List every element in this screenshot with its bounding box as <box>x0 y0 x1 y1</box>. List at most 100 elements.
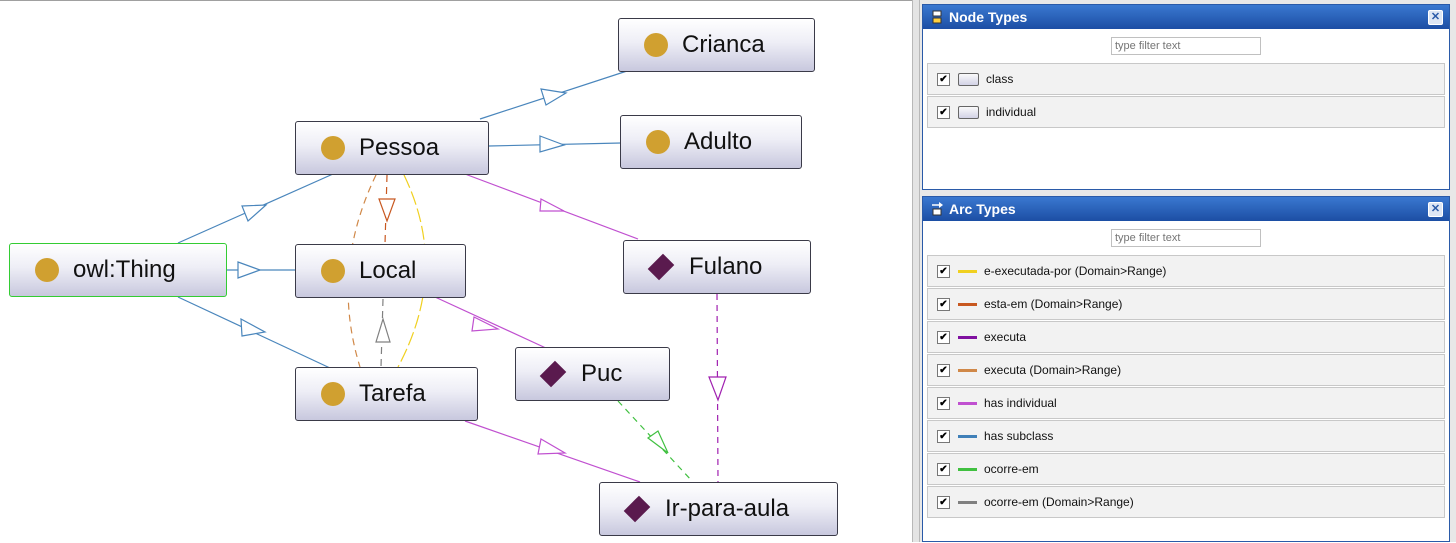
arrow-pessoa-crianca <box>540 88 568 106</box>
node-types-icon <box>932 10 942 24</box>
node-type-label: class <box>986 72 1014 86</box>
arc-type-row[interactable]: ✔ ocorre-em <box>927 453 1445 485</box>
ontology-graph-canvas[interactable]: Crianca Adulto Pessoa owl:Thing Local Ta… <box>0 0 912 542</box>
node-tarefa[interactable]: Tarefa <box>295 367 478 421</box>
checkbox[interactable]: ✔ <box>937 396 950 410</box>
node-types-list: ✔ class ✔ individual <box>927 63 1445 128</box>
arc-color-swatch-icon <box>958 335 977 339</box>
arc-type-row[interactable]: ✔ executa (Domain>Range) <box>927 354 1445 386</box>
graph-edges <box>177 70 727 483</box>
edge-fulano-irparaaula <box>716 293 719 483</box>
checkbox[interactable]: ✔ <box>937 462 950 476</box>
arc-color-swatch-icon <box>958 401 977 405</box>
node-type-row-class[interactable]: ✔ class <box>927 63 1445 95</box>
node-ir-para-aula[interactable]: Ir-para-aula <box>599 482 838 536</box>
individual-icon <box>623 495 651 523</box>
node-types-filter-input[interactable] <box>1111 37 1261 55</box>
arc-type-label: has subclass <box>984 429 1054 443</box>
node-label: Pessoa <box>359 134 440 161</box>
arc-type-row[interactable]: ✔ has individual <box>927 387 1445 419</box>
class-icon <box>644 33 668 57</box>
class-swatch-icon <box>958 72 979 86</box>
arc-color-swatch-icon <box>958 269 977 273</box>
arc-color-swatch-icon <box>958 368 977 372</box>
node-label: Puc <box>581 360 623 387</box>
arc-types-list: ✔ e-executada-por (Domain>Range) ✔ esta-em … <box>927 255 1445 518</box>
class-icon <box>321 382 345 406</box>
arc-color-swatch-icon <box>958 467 977 471</box>
arrow-irparaaula-puc <box>646 430 669 454</box>
arc-color-swatch-icon <box>958 500 977 504</box>
checkbox[interactable]: ✔ <box>937 495 950 509</box>
arrow-ocorre-em-domain <box>375 316 391 343</box>
node-owl-thing[interactable]: owl:Thing <box>9 243 227 297</box>
checkbox[interactable]: ✔ <box>937 330 950 344</box>
node-label: Crianca <box>682 31 765 58</box>
node-pessoa[interactable]: Pessoa <box>295 121 489 175</box>
class-icon <box>35 258 59 282</box>
individual-swatch-icon <box>958 105 979 119</box>
arrow-thing-pessoa <box>241 204 268 223</box>
arc-type-label: executa <box>984 330 1027 344</box>
node-types-header[interactable]: Node Types ✕ <box>923 5 1449 29</box>
checkbox[interactable]: ✔ <box>937 264 950 278</box>
arc-types-icon <box>932 202 943 216</box>
node-puc[interactable]: Puc <box>515 347 670 401</box>
arc-type-label: ocorre-em (Domain>Range) <box>984 495 1134 509</box>
individual-icon <box>539 360 567 388</box>
individual-icon <box>647 253 675 281</box>
arc-type-row[interactable]: ✔ e-executada-por (Domain>Range) <box>927 255 1445 287</box>
node-label: Adulto <box>684 128 753 155</box>
class-icon <box>646 130 670 154</box>
edge-irparaaula-puc <box>617 400 693 482</box>
arc-type-row[interactable]: ✔ ocorre-em (Domain>Range) <box>927 486 1445 518</box>
checkbox[interactable]: ✔ <box>937 363 950 377</box>
arrow-pessoa-fulano <box>539 198 565 212</box>
arc-type-label: ocorre-em <box>984 462 1039 476</box>
arc-type-row[interactable]: ✔ esta-em (Domain>Range) <box>927 288 1445 320</box>
arc-type-label: has individual <box>984 396 1057 410</box>
node-adulto[interactable]: Adulto <box>620 115 802 169</box>
arc-types-header[interactable]: Arc Types ✕ <box>923 197 1449 221</box>
right-panels: Node Types ✕ ✔ class ✔ individual Arc <box>920 0 1456 542</box>
arrow-pessoa-adulto <box>539 135 566 153</box>
arc-type-row[interactable]: ✔ has subclass <box>927 420 1445 452</box>
arrow-fulano-irparaaula <box>708 376 727 402</box>
node-label: Ir-para-aula <box>665 495 790 522</box>
arrow-tarefa-irparaaula <box>537 438 568 455</box>
node-type-row-individual[interactable]: ✔ individual <box>927 96 1445 128</box>
class-icon <box>321 136 345 160</box>
node-crianca[interactable]: Crianca <box>618 18 815 72</box>
arrow-thing-local <box>237 261 262 279</box>
arc-type-row[interactable]: ✔ executa <box>927 321 1445 353</box>
class-icon <box>321 259 345 283</box>
panel-title: Node Types <box>949 9 1028 25</box>
node-type-label: individual <box>986 105 1037 119</box>
arc-color-swatch-icon <box>958 434 977 438</box>
node-label: Tarefa <box>359 380 426 407</box>
checkbox[interactable]: ✔ <box>937 105 950 119</box>
node-label: Fulano <box>689 253 763 280</box>
close-icon[interactable]: ✕ <box>1428 202 1443 217</box>
arc-types-filter-input[interactable] <box>1111 229 1261 247</box>
node-local[interactable]: Local <box>295 244 466 298</box>
node-fulano[interactable]: Fulano <box>623 240 811 294</box>
checkbox[interactable]: ✔ <box>937 72 950 86</box>
arc-type-label: esta-em (Domain>Range) <box>984 297 1123 311</box>
checkbox[interactable]: ✔ <box>937 297 950 311</box>
edge-local-puc <box>434 296 549 350</box>
arrow-esta-em <box>378 198 396 223</box>
arc-type-label: e-executada-por (Domain>Range) <box>984 264 1167 278</box>
node-types-panel: Node Types ✕ ✔ class ✔ individual <box>922 4 1450 190</box>
panel-title: Arc Types <box>949 201 1016 217</box>
node-label: owl:Thing <box>73 256 176 283</box>
arc-types-panel: Arc Types ✕ ✔ e-executada-por (Domain>Ran… <box>922 196 1450 542</box>
arrow-thing-tarefa <box>240 317 267 337</box>
close-icon[interactable]: ✕ <box>1428 10 1443 25</box>
node-label: Local <box>359 257 417 284</box>
checkbox[interactable]: ✔ <box>937 429 950 443</box>
arrow-local-puc <box>471 316 501 332</box>
panel-splitter[interactable] <box>912 0 920 542</box>
arc-type-label: executa (Domain>Range) <box>984 363 1122 377</box>
arc-color-swatch-icon <box>958 302 977 306</box>
